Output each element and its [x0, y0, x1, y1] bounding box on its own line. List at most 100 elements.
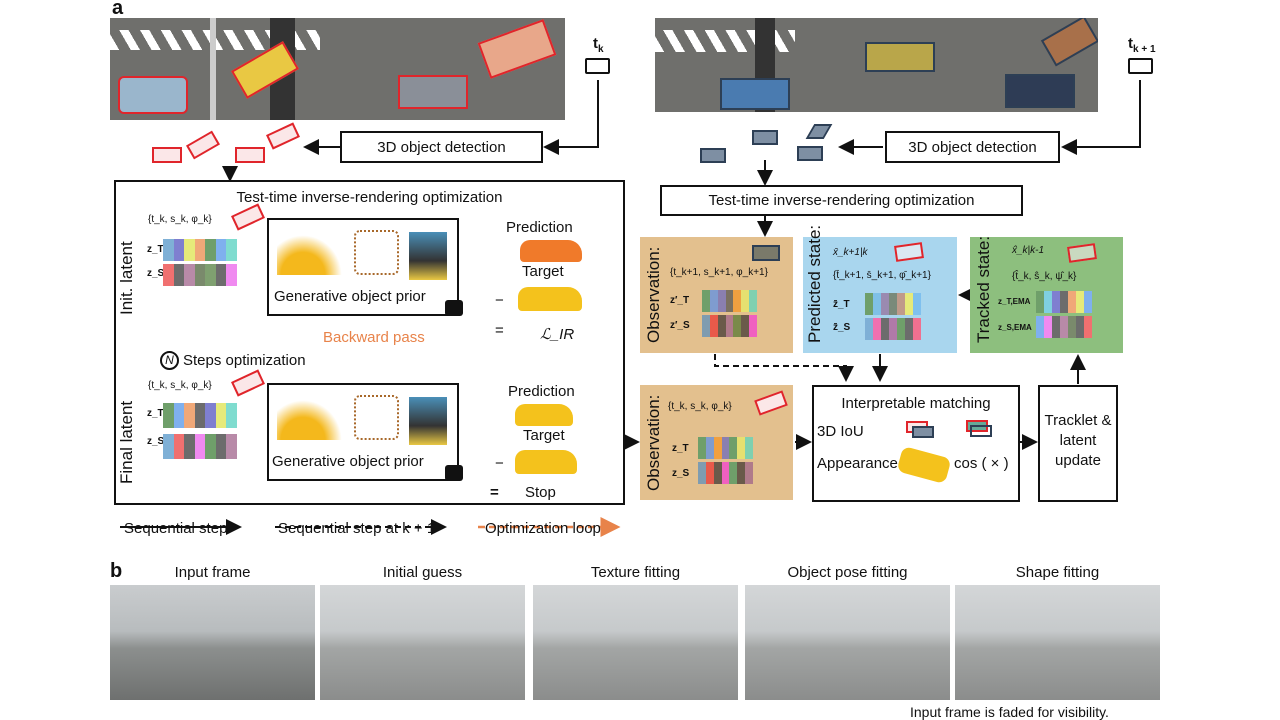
zS-label: z_S	[147, 268, 165, 279]
predicted-state-panel: Predicted state: x̄_k+1|k {t̄_k+1, s̄_k+…	[803, 225, 957, 353]
target-taxi	[515, 450, 577, 474]
latent-cell	[205, 434, 216, 459]
init-zS-bar	[163, 264, 238, 286]
camera-icon	[585, 58, 610, 74]
latent-cell	[226, 239, 238, 261]
frame-image	[320, 585, 525, 700]
final-zT-bar	[163, 403, 238, 428]
detected-box	[752, 130, 778, 145]
latent-cell	[173, 239, 185, 261]
latent-cell	[194, 264, 206, 286]
gaussian-icon	[277, 235, 342, 275]
latent-cell	[873, 293, 881, 315]
latent-cell	[729, 437, 738, 459]
zS-label: z_S	[147, 436, 165, 447]
legend-sequential-k1: Sequential step at k + 1	[278, 520, 436, 537]
road-scene-k1	[655, 18, 1098, 112]
latent-cell	[173, 403, 185, 428]
latent-cell	[745, 462, 754, 484]
latent-cell	[226, 434, 238, 459]
latent-cell	[721, 462, 730, 484]
prior-box-final: Generative object prior	[267, 383, 459, 481]
latent-cell	[1076, 316, 1084, 338]
latent-cell	[205, 403, 216, 428]
latent-cell	[705, 462, 714, 484]
latent-cell	[184, 434, 195, 459]
time-k: tk	[593, 35, 604, 55]
detected-box	[235, 147, 265, 163]
latent-cell	[163, 239, 174, 261]
prior-box-init: Generative object prior	[267, 218, 459, 316]
frame-image	[955, 585, 1160, 700]
predicted-taxi	[515, 404, 573, 426]
latent-cell	[1084, 316, 1092, 338]
latent-cell	[717, 290, 726, 312]
frame-image	[110, 585, 315, 700]
steps-label: Steps optimization	[183, 352, 306, 369]
cars-icon	[409, 232, 447, 280]
minus: −	[495, 455, 504, 472]
init-latent-label: Init. latent	[117, 241, 136, 315]
latent-cell	[889, 318, 897, 340]
latent-cell	[721, 437, 730, 459]
latent-cell	[1068, 291, 1076, 313]
latent-cell	[905, 318, 913, 340]
legend-opt-loop: Optimization loop	[485, 520, 601, 537]
observation-panel-bottom: Observation: {t_k, s_k, φ_k} z_T z_S	[640, 385, 793, 500]
latent-cell	[897, 318, 905, 340]
latent-cell	[705, 437, 714, 459]
prior-label: Generative object prior	[272, 453, 424, 470]
network-icon	[354, 230, 399, 275]
equals: =	[490, 484, 499, 501]
latent-cell	[194, 403, 206, 428]
time-k1: tk + 1	[1128, 35, 1156, 55]
target-label: Target	[522, 263, 564, 280]
cars-icon	[409, 397, 447, 445]
final-latent-label: Final latent	[117, 400, 136, 484]
latent-cell	[194, 239, 206, 261]
detected-box	[152, 147, 182, 163]
latent-cell	[1084, 291, 1092, 313]
frame-title: Input frame	[174, 564, 251, 581]
prediction-label: Prediction	[508, 383, 575, 400]
matching-box: Interpretable matching 3D IoU Appearance…	[812, 385, 1020, 502]
latent-cell	[745, 437, 754, 459]
latent-cell	[725, 315, 734, 337]
latent-cell	[881, 318, 889, 340]
latent-cell	[865, 318, 873, 340]
lock-icon	[445, 300, 463, 316]
latent-cell	[215, 403, 227, 428]
opt-title: Test-time inverse-rendering optimization	[236, 189, 503, 206]
final-zS-bar	[163, 434, 238, 459]
panel-b-label: b	[110, 560, 123, 582]
zT-label: z_T	[147, 408, 164, 419]
latent-cell	[163, 403, 174, 428]
latent-cell	[741, 290, 750, 312]
n-circle: N	[160, 351, 179, 370]
tracklet-box: Tracklet & latent update	[1038, 385, 1118, 502]
latent-cell	[226, 264, 238, 286]
prediction-label: Prediction	[506, 219, 573, 236]
latent-cell	[173, 264, 185, 286]
frame-title: Texture fitting	[590, 564, 681, 581]
tracked-state-panel: Tracked state: x̂_k|k-1 {t̂_k, ŝ_k, ψ̂_k…	[970, 236, 1123, 353]
latent-cell	[1060, 291, 1068, 313]
target-label: Target	[523, 427, 565, 444]
lock-icon	[445, 465, 463, 481]
latent-cell	[737, 462, 746, 484]
latent-cell	[873, 318, 881, 340]
latent-cell	[1052, 316, 1060, 338]
opt-box-right: Test-time inverse-rendering optimization	[660, 185, 1023, 216]
latent-cell	[737, 437, 746, 459]
stop-label: Stop	[525, 484, 556, 501]
latent-cell	[1044, 291, 1052, 313]
latent-cell	[889, 293, 897, 315]
backward-pass-label: Backward pass	[323, 329, 425, 346]
latent-cell	[163, 264, 174, 286]
network-icon	[354, 395, 399, 440]
latent-cell	[1036, 291, 1044, 313]
latent-cell	[226, 403, 238, 428]
detected-box	[700, 148, 726, 163]
latent-cell	[741, 315, 750, 337]
road-scene-k	[110, 18, 565, 120]
